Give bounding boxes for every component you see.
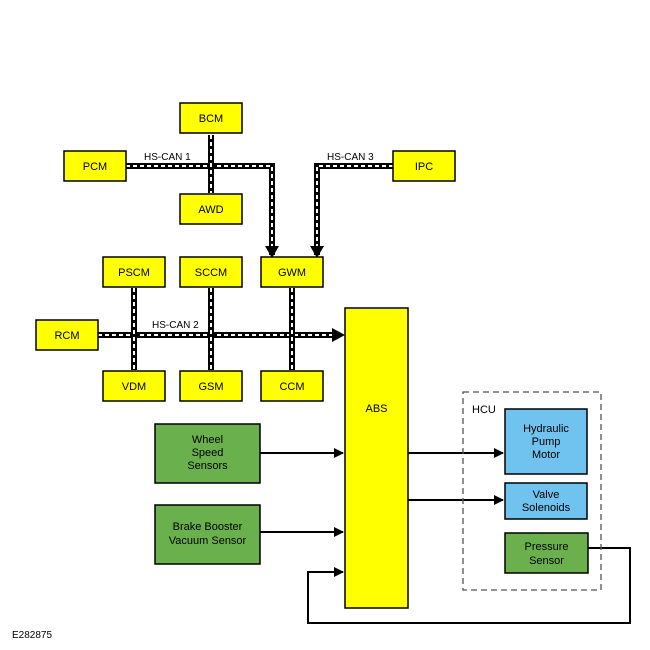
signal-lines [260, 448, 631, 624]
figure-code: E282875 [12, 630, 52, 641]
wheel-speed-sensors-box: Wheel Speed Sensors [154, 423, 261, 484]
hs-can-2-bus [98, 288, 345, 370]
module-vdm: VDM [102, 370, 166, 402]
module-gwm: GWM [260, 256, 324, 288]
module-abs: ABS [344, 307, 409, 609]
valve-solenoids-box: Valve Solenoids [504, 482, 588, 520]
svg-text:BCM: BCM [199, 113, 223, 125]
hs-can-1-label: HS-CAN 1 [144, 152, 191, 163]
module-ccm: CCM [260, 370, 324, 402]
hs-can-3-arrowhead [310, 246, 324, 258]
hs-can-1-arrowhead [265, 246, 279, 258]
hcu-label: HCU [472, 404, 496, 416]
svg-text:Pressure: Pressure [524, 541, 568, 553]
module-ipc: IPC [392, 150, 456, 182]
hs-can-2-label: HS-CAN 2 [152, 320, 199, 331]
svg-text:Brake Booster: Brake Booster [173, 521, 243, 533]
svg-text:ABS: ABS [365, 403, 387, 415]
svg-text:CCM: CCM [279, 381, 304, 393]
brake-booster-vacuum-sensor-box: Brake Booster Vacuum Sensor [154, 504, 261, 565]
svg-text:Motor: Motor [532, 449, 560, 461]
svg-text:VDM: VDM [122, 381, 146, 393]
svg-text:PCM: PCM [83, 161, 107, 173]
module-awd: AWD [179, 193, 243, 225]
svg-text:Sensor: Sensor [529, 555, 564, 567]
svg-text:Speed: Speed [192, 447, 224, 459]
svg-text:Solenoids: Solenoids [522, 502, 571, 514]
module-bcm: BCM [179, 102, 243, 134]
svg-text:Vacuum Sensor: Vacuum Sensor [169, 535, 247, 547]
svg-text:PSCM: PSCM [118, 267, 150, 279]
hs-can-3-label: HS-CAN 3 [327, 152, 374, 163]
hcu-container [462, 391, 602, 591]
svg-text:Sensors: Sensors [187, 460, 228, 472]
svg-text:RCM: RCM [54, 330, 79, 342]
pressure-sensor-box: Pressure Sensor [504, 532, 589, 574]
svg-text:Pump: Pump [532, 436, 561, 448]
svg-text:IPC: IPC [415, 161, 433, 173]
module-pcm: PCM [63, 150, 127, 182]
svg-text:SCCM: SCCM [195, 267, 227, 279]
svg-text:AWD: AWD [198, 204, 223, 216]
hs-can-1-bus [126, 135, 279, 258]
module-rcm: RCM [35, 319, 99, 351]
svg-text:GSM: GSM [198, 381, 223, 393]
svg-text:GWM: GWM [278, 267, 306, 279]
hydraulic-pump-motor-box: Hydraulic Pump Motor [504, 408, 588, 475]
pressure-sensor-feedback-line [307, 547, 631, 624]
module-pscm: PSCM [102, 256, 166, 288]
hs-can-2-arrowhead [332, 328, 345, 342]
module-gsm: GSM [179, 370, 243, 402]
svg-text:Wheel: Wheel [192, 434, 223, 446]
svg-text:Hydraulic: Hydraulic [523, 423, 569, 435]
module-sccm: SCCM [179, 256, 243, 288]
svg-text:Valve: Valve [533, 489, 560, 501]
hs-can-3-bus [310, 163, 393, 258]
